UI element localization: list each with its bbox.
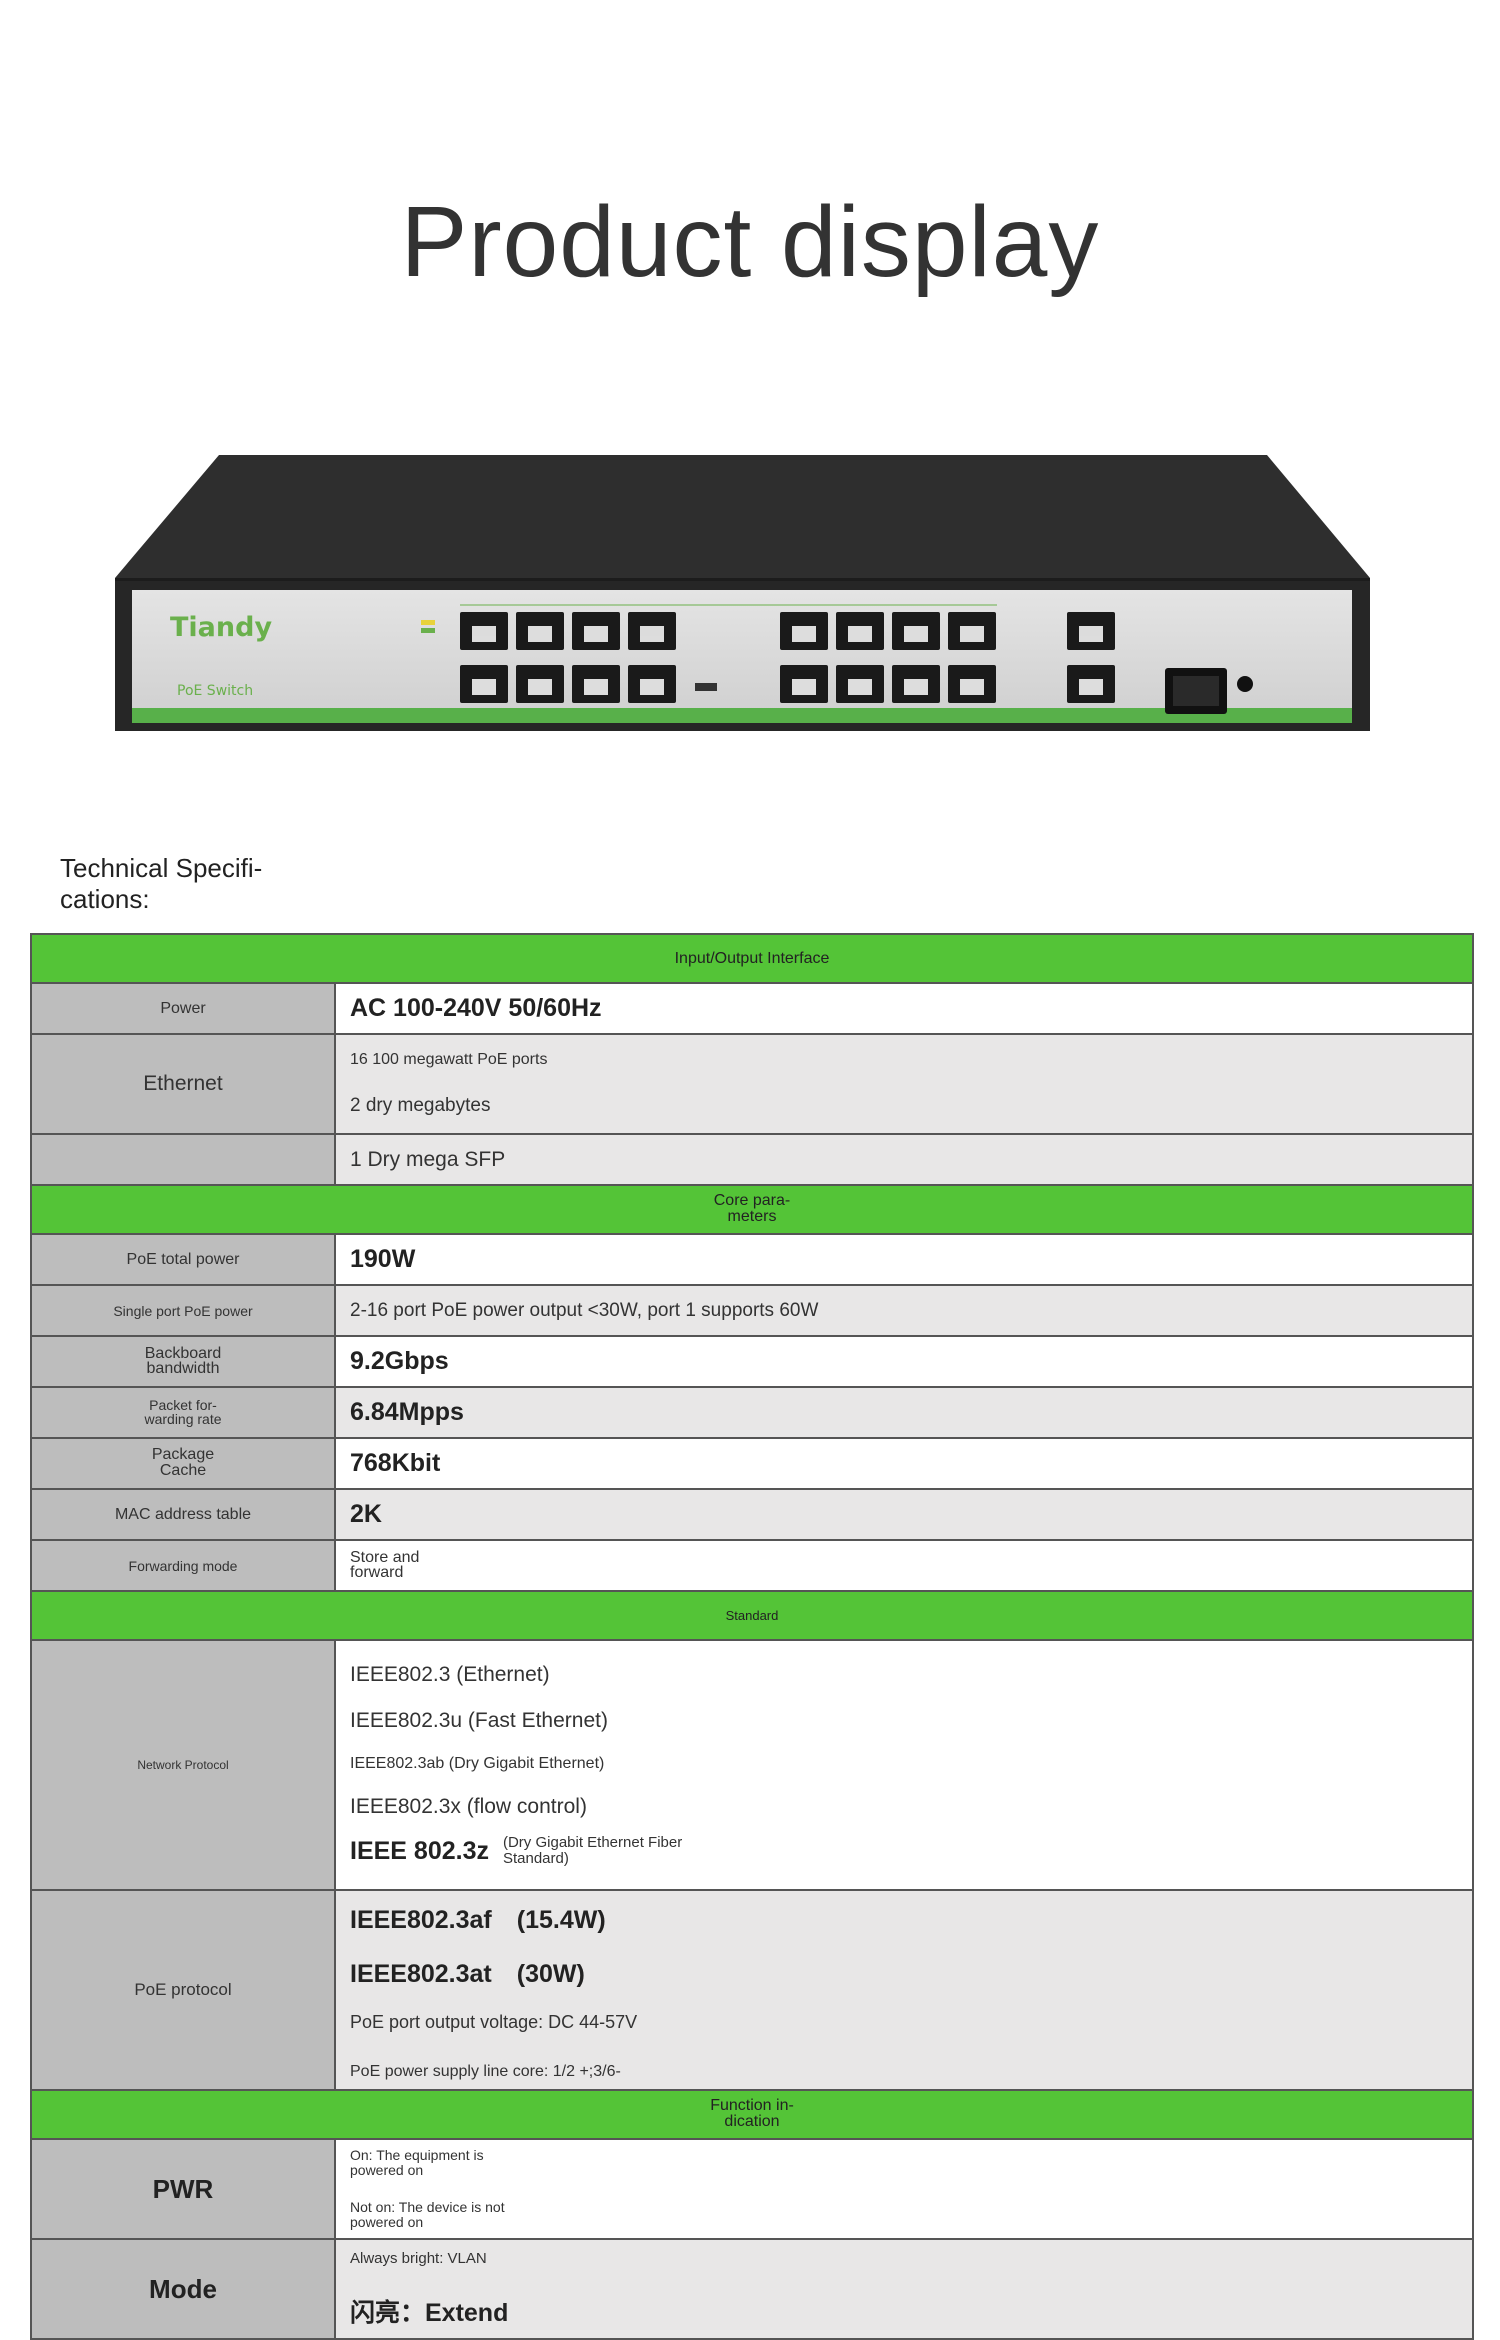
row-label: PoE total power xyxy=(30,1233,336,1286)
row-label: Ethernet xyxy=(30,1033,336,1135)
table-row: 1 Dry mega SFP xyxy=(30,1133,1474,1186)
row-value: 9.2Gbps xyxy=(334,1335,1474,1388)
table-row: PWR On: The equipment is powered on Not … xyxy=(30,2138,1474,2240)
table-row: Backboard bandwidth 9.2Gbps xyxy=(30,1335,1474,1388)
spec-heading: Technical Specifi- cations: xyxy=(60,853,263,914)
row-label: Network Protocol xyxy=(30,1639,336,1891)
value-line: IEEE 802.3z (Dry Gigabit Ethernet Fiber … xyxy=(350,1834,683,1867)
value-line: IEEE802.3x (flow control) xyxy=(350,1795,587,1818)
row-label: Backboard bandwidth xyxy=(30,1335,336,1388)
row-value: 190W xyxy=(334,1233,1474,1286)
row-value: 768Kbit xyxy=(334,1437,1474,1490)
section-row: Standard xyxy=(30,1590,1474,1641)
value-line: IEEE802.3u (Fast Ethernet) xyxy=(350,1709,608,1732)
section-row: Core para- meters xyxy=(30,1184,1474,1235)
value-line: On: The equipment is powered on xyxy=(350,2147,484,2178)
row-label: Single port PoE power xyxy=(30,1284,336,1337)
row-value: IEEE802.3af (15.4W) IEEE802.3at (30W) Po… xyxy=(334,1889,1474,2091)
row-value: IEEE802.3 (Ethernet) IEEE802.3u (Fast Et… xyxy=(334,1639,1474,1891)
row-label: Power xyxy=(30,982,336,1035)
section-standard: Standard xyxy=(30,1590,1474,1641)
row-label-empty xyxy=(30,1133,336,1186)
table-row: Mode Always bright: VLAN 闪亮：Extend xyxy=(30,2238,1474,2340)
table-row: Ethernet 16 100 megawatt PoE ports 2 dry… xyxy=(30,1033,1474,1135)
row-value: 2K xyxy=(334,1488,1474,1541)
row-label: Package Cache xyxy=(30,1437,336,1490)
value-line: 2 dry megabytes xyxy=(350,1095,491,1116)
model-label: PoE Switch xyxy=(177,683,253,699)
value-line: IEEE802.3ab (Dry Gigabit Ethernet) xyxy=(350,1755,605,1772)
row-value: 6.84Mpps xyxy=(334,1386,1474,1439)
row-value: 2-16 port PoE power output <30W, port 1 … xyxy=(334,1284,1474,1337)
table-row: Single port PoE power 2-16 port PoE powe… xyxy=(30,1284,1474,1337)
row-value: Store and forward xyxy=(334,1539,1474,1592)
table-row: Power AC 100-240V 50/60Hz xyxy=(30,982,1474,1035)
row-label: Mode xyxy=(30,2238,336,2340)
value-line: PoE port output voltage: DC 44-57V xyxy=(350,2011,638,2032)
table-row: Forwarding mode Store and forward xyxy=(30,1539,1474,1592)
section-row: Input/Output Interface xyxy=(30,933,1474,984)
section-function: Function in- dication xyxy=(30,2089,1474,2140)
row-value: 1 Dry mega SFP xyxy=(334,1133,1474,1186)
brand-logo: Tiandy xyxy=(170,612,272,643)
poe-switch-image: Tiandy PoE Switch xyxy=(115,455,1370,731)
value-line: 16 100 megawatt PoE ports xyxy=(350,1051,548,1068)
spec-table: Input/Output Interface Power AC 100-240V… xyxy=(30,933,1474,2340)
section-core: Core para- meters xyxy=(30,1184,1474,1235)
table-row: PoE protocol IEEE802.3af (15.4W) IEEE802… xyxy=(30,1889,1474,2091)
row-value: On: The equipment is powered on Not on: … xyxy=(334,2138,1474,2240)
value-line: 闪亮：Extend xyxy=(350,2299,509,2327)
page-title: Product display xyxy=(400,186,1100,298)
sfp-port-icon xyxy=(1165,668,1227,714)
table-row: PoE total power 190W xyxy=(30,1233,1474,1286)
value-line: IEEE802.3 (Ethernet) xyxy=(350,1663,550,1686)
section-io: Input/Output Interface xyxy=(30,933,1474,984)
row-label: Forwarding mode xyxy=(30,1539,336,1592)
row-value: AC 100-240V 50/60Hz xyxy=(334,982,1474,1035)
table-row: Network Protocol IEEE802.3 (Ethernet) IE… xyxy=(30,1639,1474,1891)
value-line: Not on: The device is not powered on xyxy=(350,2199,505,2230)
row-label: Packet for- warding rate xyxy=(30,1386,336,1439)
row-label: PWR xyxy=(30,2138,336,2240)
table-row: Packet for- warding rate 6.84Mpps xyxy=(30,1386,1474,1439)
table-row: Package Cache 768Kbit xyxy=(30,1437,1474,1490)
row-label: PoE protocol xyxy=(30,1889,336,2091)
value-line: IEEE802.3at (30W) xyxy=(350,1959,585,1988)
row-value: Always bright: VLAN 闪亮：Extend xyxy=(334,2238,1474,2340)
value-line: IEEE802.3af (15.4W) xyxy=(350,1905,606,1934)
row-label: MAC address table xyxy=(30,1488,336,1541)
row-value: 16 100 megawatt PoE ports 2 dry megabyte… xyxy=(334,1033,1474,1135)
reset-button-icon xyxy=(1237,676,1253,692)
value-line: PoE power supply line core: 1/2 +;3/6- xyxy=(350,2062,621,2080)
section-row: Function in- dication xyxy=(30,2089,1474,2140)
value-line: Always bright: VLAN xyxy=(350,2250,487,2267)
table-row: MAC address table 2K xyxy=(30,1488,1474,1541)
